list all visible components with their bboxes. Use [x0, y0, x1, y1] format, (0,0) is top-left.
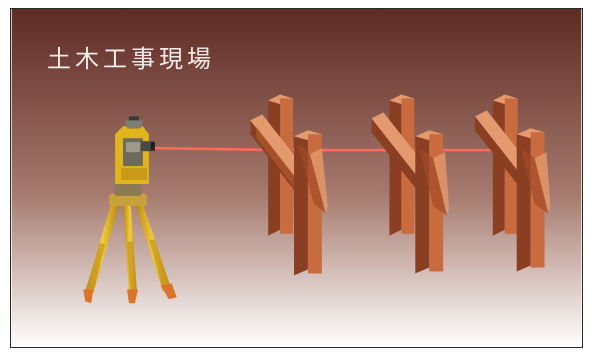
tripod-head: [109, 193, 147, 206]
total-station-body: [115, 116, 149, 184]
tribrach: [115, 183, 141, 196]
tripod-legs: [85, 203, 171, 294]
telescope-icon: [140, 141, 155, 152]
batter-board-1: [250, 94, 328, 276]
diagram-title: 土木工事現場: [47, 45, 215, 73]
tripod-feet: [83, 283, 177, 304]
figure-frame: 土木工事現場: [10, 8, 583, 348]
total-station-on-tripod: [83, 116, 177, 304]
batter-board-3: [474, 94, 551, 272]
construction-site-illustration: [11, 9, 582, 347]
batter-board-2: [371, 94, 450, 274]
